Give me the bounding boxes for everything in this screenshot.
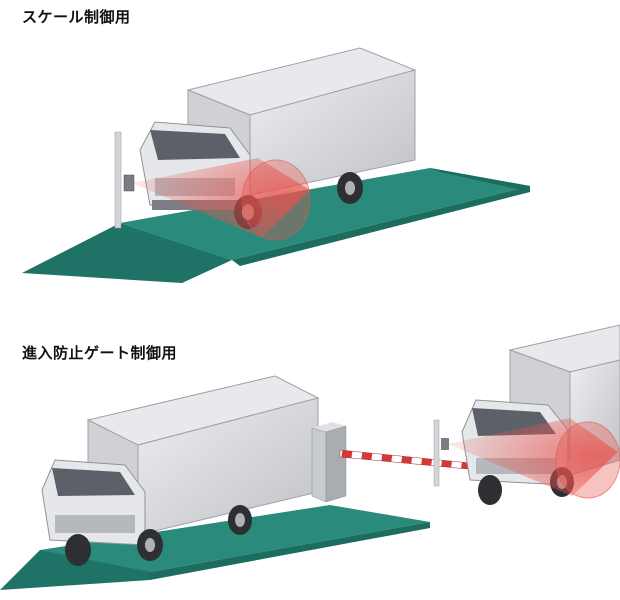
sensor-detection-beam xyxy=(448,418,620,499)
gate-control-title: 進入防止ゲート制御用 xyxy=(22,344,178,362)
scale-control-panel: スケール制御用 xyxy=(22,8,530,283)
scale-control-title: スケール制御用 xyxy=(22,8,131,26)
sensor-pole xyxy=(433,419,449,487)
gate-barrier-cabinet xyxy=(311,422,347,503)
sensor-pole xyxy=(114,131,135,229)
truck-scale-platform xyxy=(22,168,530,283)
gate-control-panel: 進入防止ゲート制御用 xyxy=(0,300,620,600)
truck-scale-platform xyxy=(0,505,430,590)
scale-control-illustration xyxy=(22,47,530,283)
truck-on-scale xyxy=(41,375,320,566)
sensor-detection-beam xyxy=(132,158,311,241)
gate-control-illustration xyxy=(0,324,620,590)
